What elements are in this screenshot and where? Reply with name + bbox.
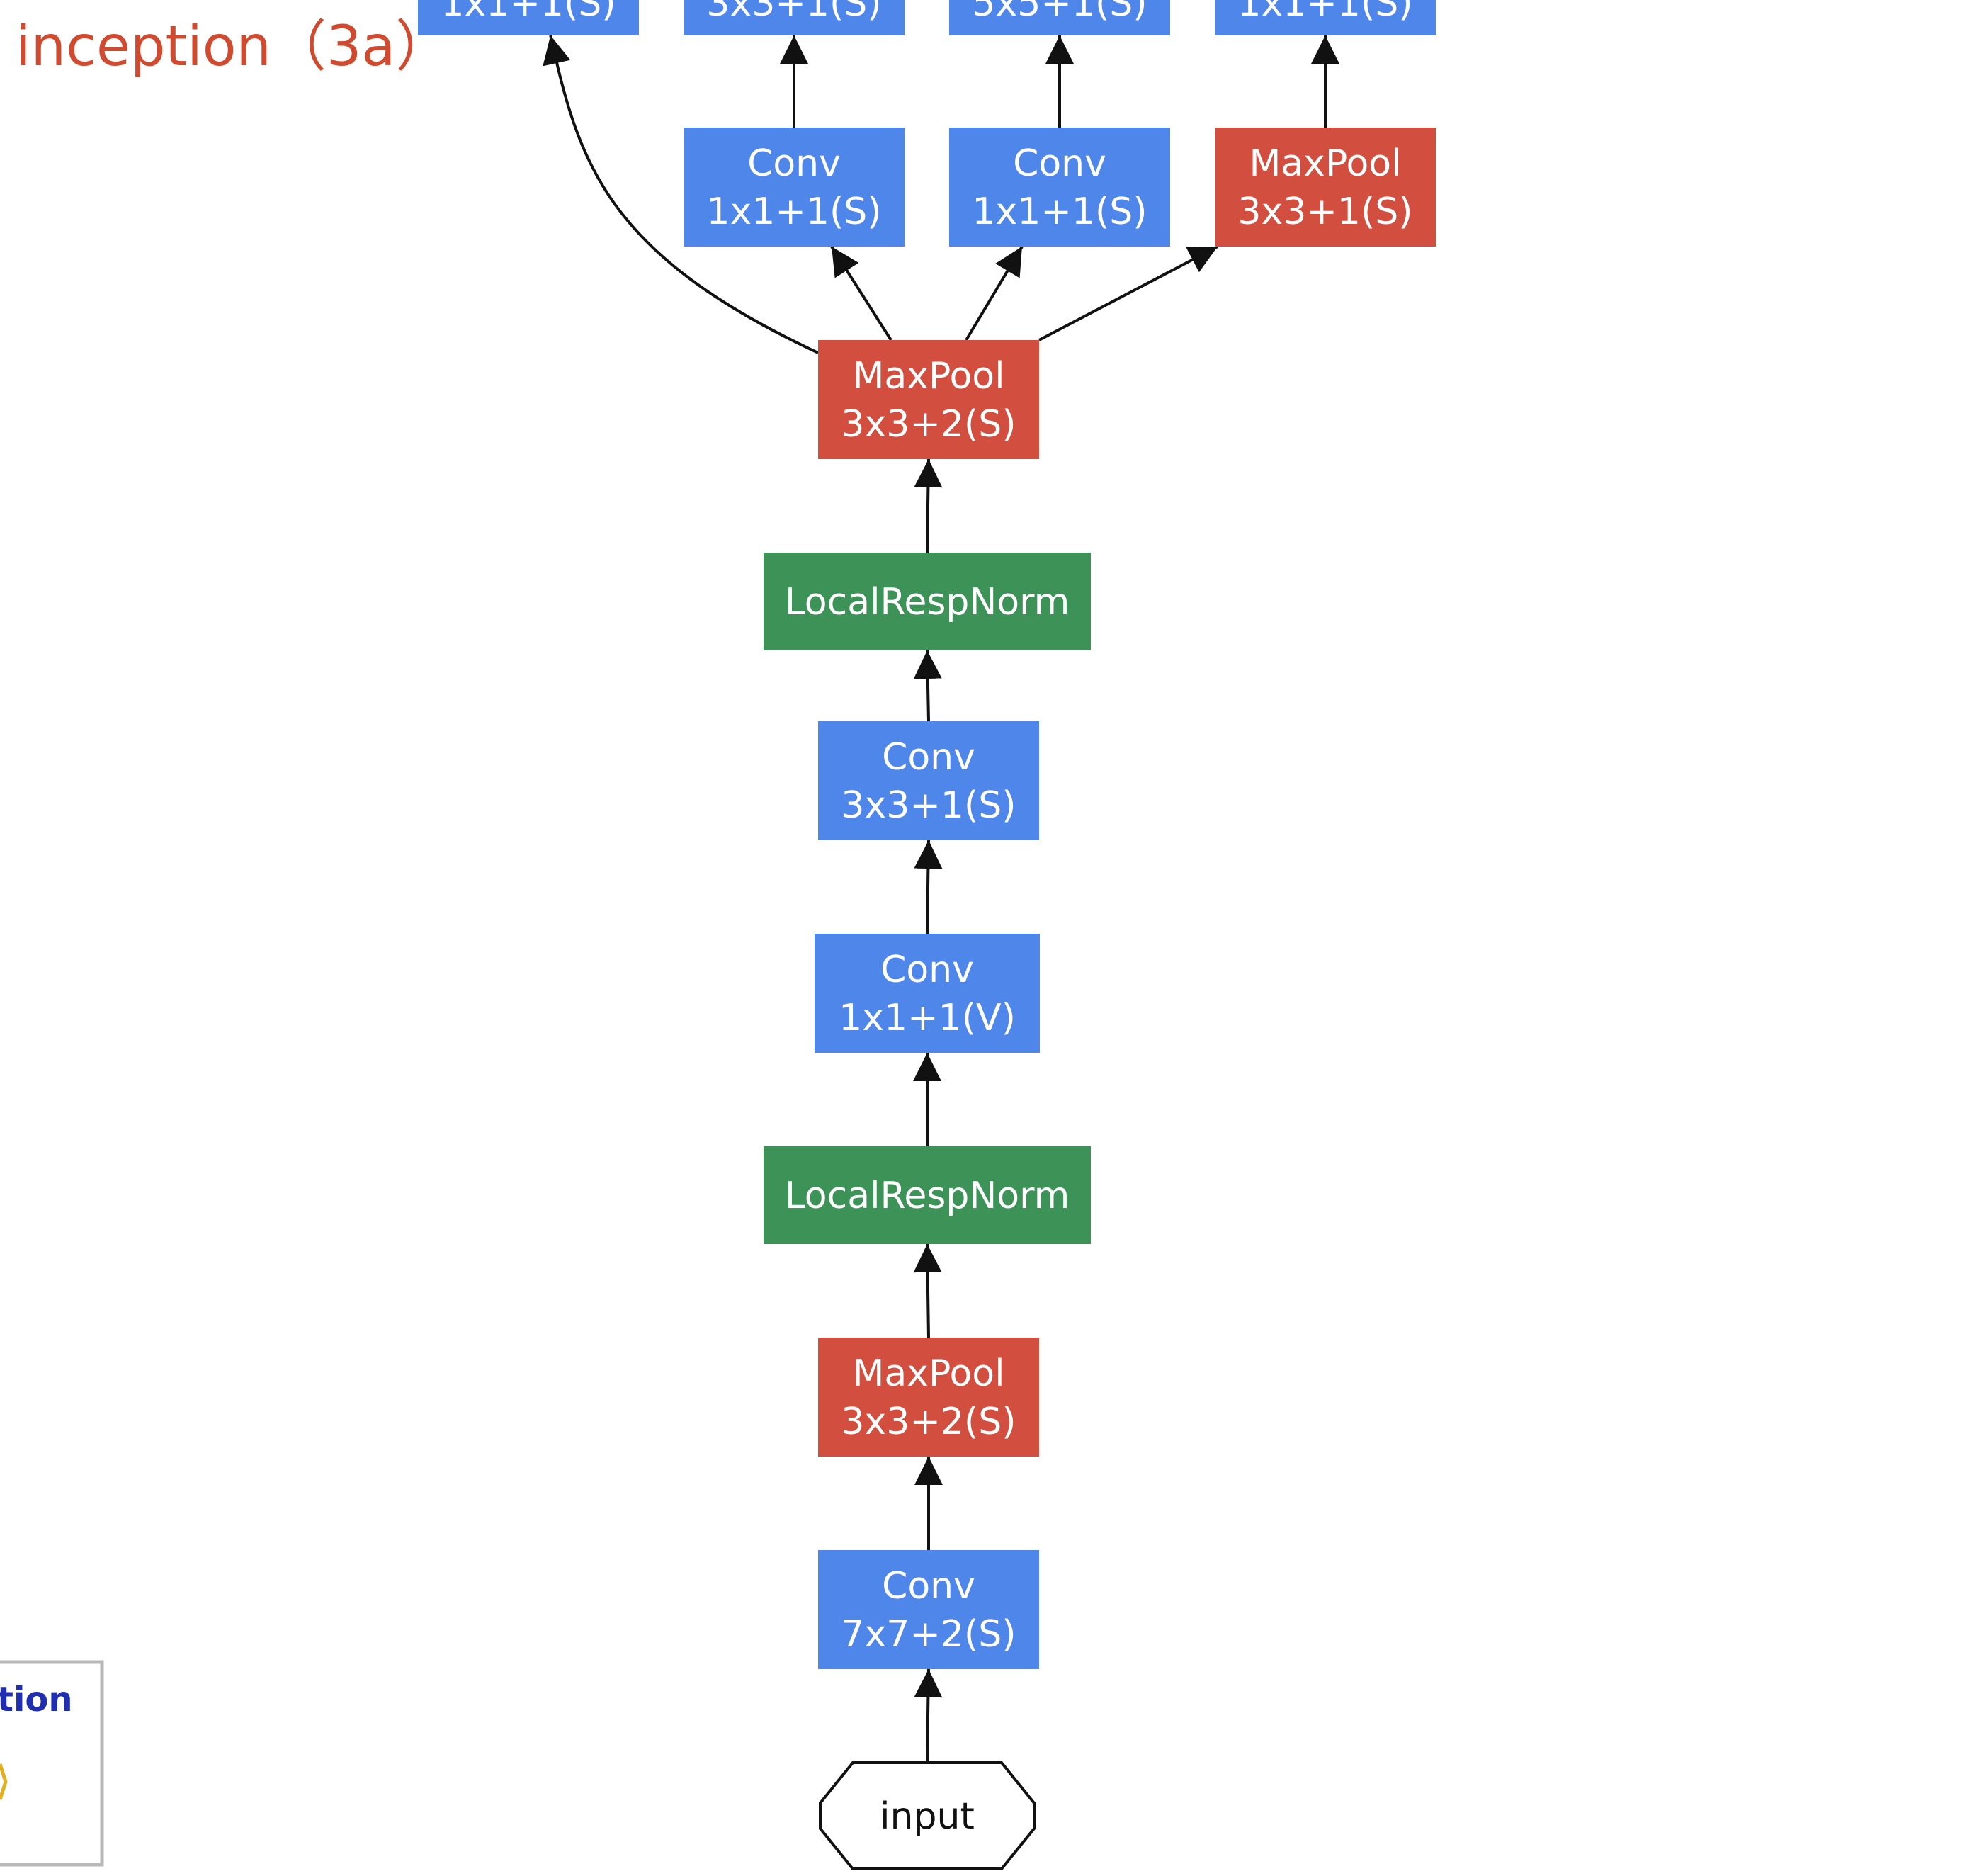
node-box-conv-reduce-5x5: [949, 128, 1170, 247]
edge-conv-3x3-to-localrespnorm-2: [913, 650, 942, 722]
node-box-top-conv-3x3: [684, 0, 905, 35]
node-box-conv-3x3: [818, 721, 1039, 840]
node-box-maxpool-1: [818, 1338, 1039, 1457]
node-box-conv-reduce-3x3: [684, 128, 905, 247]
node-box-top-conv-5x5: [949, 0, 1170, 35]
node-conv-7x7: Conv 7x7+2(S): [818, 1550, 1039, 1669]
edges: [543, 35, 1339, 1763]
node-maxpool-branch: MaxPool 3x3+1(S): [1215, 128, 1436, 247]
node-localrespnorm-2: LocalRespNorm: [764, 553, 1091, 650]
node-box-localrespnorm-2: [764, 553, 1091, 650]
node-conv-3x3: Conv 3x3+1(S): [818, 721, 1039, 840]
legend-marker-icon: [0, 1763, 8, 1800]
node-label-line: Conv: [880, 949, 974, 991]
node-box-top-conv-pool-proj: [1215, 0, 1436, 35]
node-label-line: 5x5+1(S): [972, 0, 1147, 25]
edge-localrespnorm-2-to-maxpool-2: [914, 458, 943, 553]
edge-input-to-conv-7x7: [914, 1668, 943, 1763]
node-label-line: MaxPool: [852, 355, 1004, 397]
node-maxpool-1: MaxPool 3x3+2(S): [818, 1338, 1039, 1457]
node-label-line: 1x1+1(S): [441, 0, 616, 25]
node-conv-reduce-3x3: Conv 1x1+1(S): [684, 128, 905, 247]
node-top-conv-3x3: 3x3+1(S): [684, 0, 905, 35]
node-label-line: 1x1+1(S): [972, 191, 1147, 233]
node-label-line: Conv: [882, 736, 975, 779]
edge-maxpool-2-to-conv-reduce-3x3: [830, 245, 892, 341]
node-box-conv-1x1-v: [815, 934, 1040, 1053]
edge-conv-1x1-v-to-conv-3x3: [914, 840, 943, 934]
node-box-localrespnorm-1: [764, 1146, 1091, 1244]
node-box-maxpool-2: [818, 340, 1039, 459]
node-label-line: 3x3+1(S): [706, 0, 881, 25]
node-label-line: Conv: [882, 1565, 975, 1607]
edge-maxpool-2-to-top-conv-1x1: [543, 35, 819, 354]
legend-frame: [0, 1660, 104, 1867]
node-label-line: MaxPool: [852, 1352, 1004, 1395]
node-label-line: 1x1+1(S): [1237, 0, 1412, 25]
node-label-line: LocalRespNorm: [785, 1175, 1070, 1217]
legend-box: tion: [0, 1660, 104, 1867]
input-octagon: [819, 1761, 1036, 1870]
nodes: 1x1+1(S) 3x3+1(S) 5x5+1(S) 1x1+1(S) Conv 1x1+…: [418, 0, 1436, 1870]
diagram-title: inception（3a）: [16, 15, 450, 79]
edge-maxpool-1-to-localrespnorm-1: [913, 1243, 942, 1338]
node-input: input: [819, 1761, 1036, 1870]
node-conv-1x1-v: Conv 1x1+1(V): [815, 934, 1040, 1053]
node-box-maxpool-branch: [1215, 128, 1436, 247]
node-conv-reduce-5x5: Conv 1x1+1(S): [949, 128, 1170, 247]
edge-maxpool-2-to-conv-reduce-5x5: [965, 245, 1024, 341]
node-label-line: 3x3+2(S): [841, 1401, 1016, 1443]
node-label-line: 1x1+1(V): [839, 997, 1016, 1039]
node-top-conv-5x5: 5x5+1(S): [949, 0, 1170, 35]
node-label-line: MaxPool: [1249, 142, 1401, 185]
node-label-line: input: [880, 1795, 975, 1838]
edge-maxpool-2-to-maxpool-branch: [1038, 245, 1218, 341]
node-label-line: 3x3+1(S): [841, 784, 1016, 827]
node-localrespnorm-1: LocalRespNorm: [764, 1146, 1091, 1244]
node-top-conv-1x1: 1x1+1(S): [418, 0, 639, 35]
node-label-line: 3x3+2(S): [841, 403, 1016, 446]
node-top-conv-pool-proj: 1x1+1(S): [1215, 0, 1436, 35]
legend-label: tion: [0, 1680, 73, 1719]
node-box-conv-7x7: [818, 1550, 1039, 1669]
node-box-top-conv-1x1: [418, 0, 639, 35]
node-label-line: 3x3+1(S): [1237, 191, 1412, 233]
node-label-line: Conv: [1013, 142, 1106, 185]
node-maxpool-2: MaxPool 3x3+2(S): [818, 340, 1039, 459]
node-label-line: LocalRespNorm: [785, 581, 1070, 623]
node-label-line: 1x1+1(S): [706, 191, 881, 233]
node-label-line: Conv: [747, 142, 841, 185]
node-label-line: 7x7+2(S): [841, 1613, 1016, 1656]
